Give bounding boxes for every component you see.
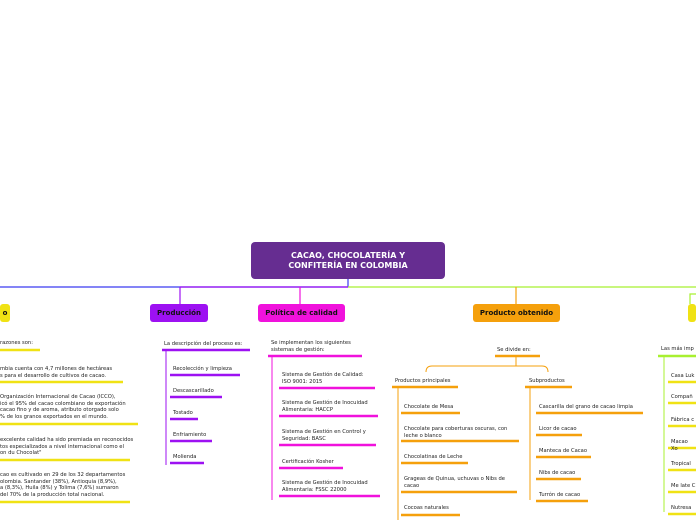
subtopic[interactable]: mbia cuenta con 4,7 millones de hectárea… <box>0 366 113 379</box>
subtopic[interactable]: cao es cultivado en 29 de los 32 departa… <box>0 472 126 498</box>
subtopic[interactable]: Compañ <box>671 394 693 400</box>
subtopic[interactable]: Molienda <box>173 454 197 460</box>
root-topic[interactable]: CACAO, CHOCOLATERÍA Y CONFITERÍA EN COLO… <box>251 242 445 279</box>
root-title: CACAO, CHOCOLATERÍA Y CONFITERÍA EN COLO… <box>288 250 408 270</box>
subtopic[interactable]: Licor de cacao <box>539 426 577 432</box>
subtopic[interactable]: Recolección y limpieza <box>173 366 232 372</box>
subtopic-principales[interactable]: Productos principales <box>395 378 451 384</box>
subtopic[interactable]: Manteca de Cacao <box>539 448 587 454</box>
subtopic[interactable]: Descascarillado <box>173 388 214 394</box>
subtopic-intro[interactable]: La descripción del proceso es: <box>164 341 243 347</box>
subtopic[interactable]: Sistema de Gestión de Inocuidad Alimenta… <box>282 480 368 493</box>
subtopic[interactable]: Turrón de cacao <box>539 492 581 498</box>
branch-topic-politica[interactable]: Política de calidad <box>258 304 345 322</box>
subtopic[interactable]: Certificación Kosher <box>282 459 334 465</box>
subtopic-intro[interactable]: Se implementan los siguientes sistemas d… <box>271 340 351 353</box>
subtopic[interactable]: Chocolate de Mesa <box>404 404 454 410</box>
branch-topic-right[interactable] <box>688 304 696 322</box>
subtopic[interactable]: Cascarilla del grano de cacao limpia <box>539 404 633 410</box>
subtopic[interactable]: Grageas de Quinua, uchuvas o Nibs de cac… <box>404 476 505 489</box>
subtopic[interactable]: Cocoas naturales <box>404 505 449 511</box>
subtopic[interactable]: Sistema de Gestión en Control y Segurida… <box>282 429 366 442</box>
subtopic-intro[interactable]: Se divide en: <box>497 347 531 353</box>
branch-label: o <box>2 309 8 317</box>
subtopic[interactable]: Enfriamiento <box>173 432 207 438</box>
subtopic[interactable]: Casa Luk <box>671 373 695 379</box>
subtopic-intro[interactable]: Las más imp <box>661 346 694 352</box>
branch-topic-left[interactable]: o <box>0 304 10 322</box>
subtopic[interactable]: Nibs de cacao <box>539 470 576 476</box>
branch-topic-produccion[interactable]: Producción <box>150 304 208 322</box>
subtopic[interactable]: Macao Xo <box>671 439 688 452</box>
subtopic-subproductos[interactable]: Subproductos <box>529 378 565 384</box>
subtopic[interactable]: Sistema de Gestión de Inocuidad Alimenta… <box>282 400 368 413</box>
branch-topic-producto[interactable]: Producto obtenido <box>473 304 560 322</box>
subtopic[interactable]: Me late C <box>671 483 696 489</box>
subtopic[interactable]: Chocolate para coberturas oscuras, con l… <box>404 426 508 439</box>
subtopic[interactable]: Chocolatinas de Leche <box>404 454 463 460</box>
branch-label: Producto obtenido <box>479 309 554 317</box>
subtopic[interactable]: Organización Internacional de Cacao (ICC… <box>0 394 126 420</box>
subtopic[interactable]: Nutresa <box>671 505 692 511</box>
branch-label: Producción <box>157 309 201 317</box>
subtopic[interactable]: excelente calidad ha sido premiada en re… <box>0 437 134 457</box>
subtopic[interactable]: Sistema de Gestión de Calidad: ISO 9001:… <box>282 372 364 385</box>
branch-label: Política de calidad <box>265 309 338 317</box>
subtopic[interactable]: razones son: <box>0 340 33 346</box>
subtopic[interactable]: Tostado <box>173 410 193 416</box>
subtopic[interactable]: Tropical <box>671 461 691 467</box>
subtopic[interactable]: Fábrica c <box>671 417 695 423</box>
